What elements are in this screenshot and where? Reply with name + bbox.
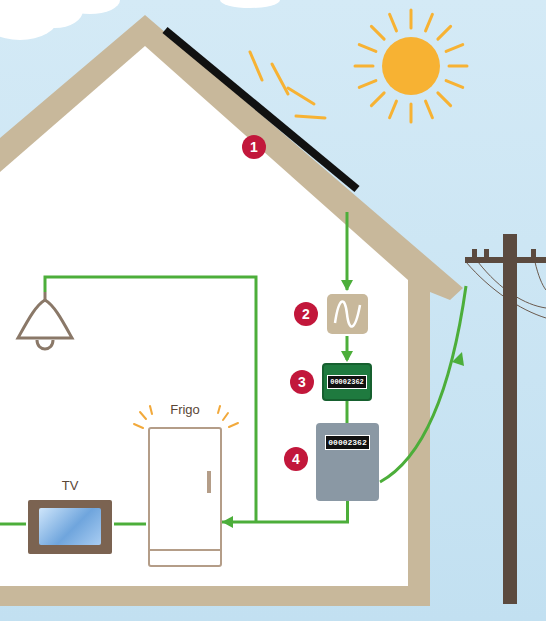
sun xyxy=(355,10,467,122)
power-wire xyxy=(347,401,348,423)
fridge-body xyxy=(148,427,222,567)
utility-pole xyxy=(472,249,477,257)
utility-pole xyxy=(503,234,517,604)
cloud xyxy=(220,0,280,8)
sun xyxy=(438,93,451,106)
power-wire xyxy=(346,401,349,423)
sun xyxy=(426,14,433,31)
callout-number: 1 xyxy=(242,135,266,159)
wire xyxy=(0,212,466,524)
sun xyxy=(449,65,467,68)
inverter-symbol xyxy=(327,294,368,334)
fridge-glow xyxy=(223,413,228,420)
wire xyxy=(114,523,146,526)
inverter-symbol xyxy=(327,294,368,334)
tv-body xyxy=(28,500,112,554)
utility-pole xyxy=(535,262,546,290)
sun xyxy=(390,14,397,31)
fridge-handle xyxy=(207,471,211,493)
electricity-meter: 00002362 xyxy=(322,363,372,401)
light-ray xyxy=(288,88,314,104)
fridge-glow xyxy=(140,412,146,419)
house-wall xyxy=(0,46,408,586)
house-wall xyxy=(0,15,463,606)
sun xyxy=(359,45,376,52)
utility-pole xyxy=(531,249,536,257)
house-wall xyxy=(0,15,463,606)
power-wire xyxy=(222,501,348,522)
light-ray xyxy=(272,64,288,94)
arrowhead xyxy=(341,280,353,291)
fridge-glow xyxy=(134,424,143,428)
utility-pole xyxy=(484,249,489,257)
arrowhead xyxy=(341,351,353,362)
sun xyxy=(446,81,463,88)
arrowhead xyxy=(452,352,464,366)
sun xyxy=(446,45,463,52)
sun xyxy=(371,26,384,39)
fridge-glow xyxy=(229,423,238,427)
light-ray xyxy=(296,116,325,118)
wire xyxy=(380,286,466,482)
fridge-glow xyxy=(150,406,152,414)
lamp xyxy=(18,292,72,349)
lamp xyxy=(37,340,53,349)
sun xyxy=(355,65,373,68)
sun xyxy=(390,101,397,118)
callout-number: 2 xyxy=(294,302,318,326)
sun xyxy=(410,10,413,28)
tv-screen xyxy=(39,508,101,545)
fridge-glow xyxy=(218,406,220,413)
cloud xyxy=(60,0,120,14)
sun xyxy=(426,101,433,118)
sun xyxy=(371,93,384,106)
solar-panel xyxy=(165,30,357,189)
sun xyxy=(410,104,413,122)
arrowhead xyxy=(222,516,233,528)
callout-number: 4 xyxy=(284,447,308,471)
utility-pole xyxy=(465,234,546,604)
sun xyxy=(355,10,467,122)
meter-display: 00002362 xyxy=(327,375,367,389)
wire xyxy=(346,212,349,290)
fridge-door-line xyxy=(150,549,220,551)
fridge: Frigo xyxy=(140,402,230,568)
inverter-symbol xyxy=(335,301,360,326)
light-ray xyxy=(250,52,262,80)
utility-pole xyxy=(465,257,546,263)
electricity-meter: 00002362 xyxy=(316,423,379,501)
television: TV xyxy=(26,478,114,556)
power-wire xyxy=(222,501,348,528)
solar-panel xyxy=(165,30,357,189)
callout-number: 3 xyxy=(290,370,314,394)
device-label: Frigo xyxy=(140,402,230,417)
sun xyxy=(359,81,376,88)
meter-display: 00002362 xyxy=(325,435,369,450)
sun xyxy=(438,26,451,39)
lamp xyxy=(18,300,72,338)
sun xyxy=(382,37,440,95)
wire xyxy=(0,523,26,526)
device-label: TV xyxy=(26,478,114,493)
